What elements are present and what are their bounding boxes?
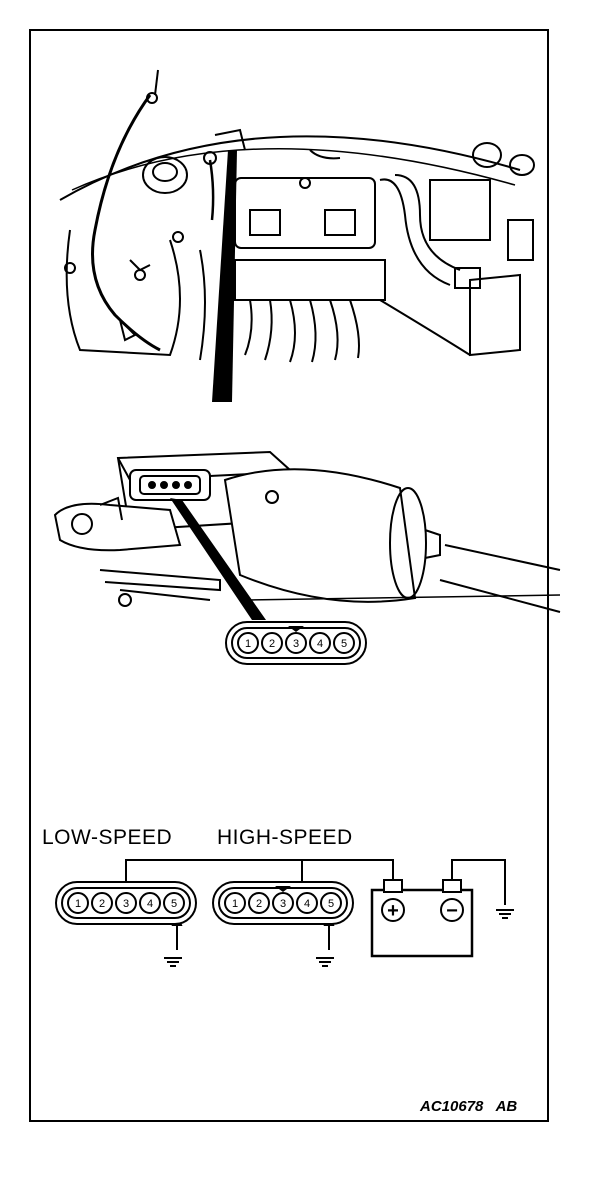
figure-code-number: AC10678 [420,1098,484,1115]
low-pin-3-label: 3 [123,898,129,910]
detail-pin-3-label: 3 [293,638,299,650]
detail-pin-2-label: 2 [269,638,275,650]
high-pin-2-label: 2 [256,898,262,910]
battery: +− [370,879,474,958]
detail-pin-1 [237,632,259,654]
high-pin-1-label: 1 [232,898,238,910]
ground-symbols [164,909,514,967]
ground-icon-battery [496,909,514,919]
low-speed-label: LOW-SPEED [42,826,173,849]
detail-pin-2 [261,632,283,654]
figure-frame [29,29,549,1122]
figure-code-rev: AB [495,1098,518,1115]
motor-pointer [170,498,266,620]
low-pin-1-label: 1 [75,898,81,910]
engine-bay-illustration [59,69,535,363]
high-pin-5 [320,892,342,914]
low-pin-2 [91,892,113,914]
negative-symbol-icon: − [446,900,458,922]
high-pin-4 [296,892,318,914]
high-pin-2 [248,892,270,914]
figure-code: AC10678 AB [420,1098,517,1115]
detail-pin-5 [333,632,355,654]
detail-pin-1-label: 1 [245,638,251,650]
low-speed-connector: 1 2 3 4 5 [55,881,197,925]
low-pin-5-label: 5 [171,898,177,910]
high-speed-connector: 1 2 3 4 5 [212,881,354,925]
battery-positive-terminal [383,879,403,893]
low-pin-2-label: 2 [99,898,105,910]
detail-pin-4-label: 4 [317,638,323,650]
detail-pin-3 [285,632,307,654]
battery-negative-terminal [442,879,462,893]
low-pin-1 [67,892,89,914]
high-pin-4-label: 4 [304,898,310,910]
high-pin-1 [224,892,246,914]
connector-detail: 1 2 3 4 5 [225,621,367,665]
high-pin-3-label: 3 [280,898,286,910]
engine-pointer [212,150,237,402]
high-speed-label: HIGH-SPEED [217,826,353,849]
positive-symbol-icon: + [387,900,399,922]
detail-pin-4 [309,632,331,654]
low-pin-4 [139,892,161,914]
high-pin-3 [272,892,294,914]
ground-icon-low [164,957,182,967]
high-pin-5-label: 5 [328,898,334,910]
low-pin-3 [115,892,137,914]
detail-pin-5-label: 5 [341,638,347,650]
ground-icon-high [316,957,334,967]
low-pin-4-label: 4 [147,898,153,910]
wiper-motor-illustration [53,450,561,613]
low-pin-5 [163,892,185,914]
